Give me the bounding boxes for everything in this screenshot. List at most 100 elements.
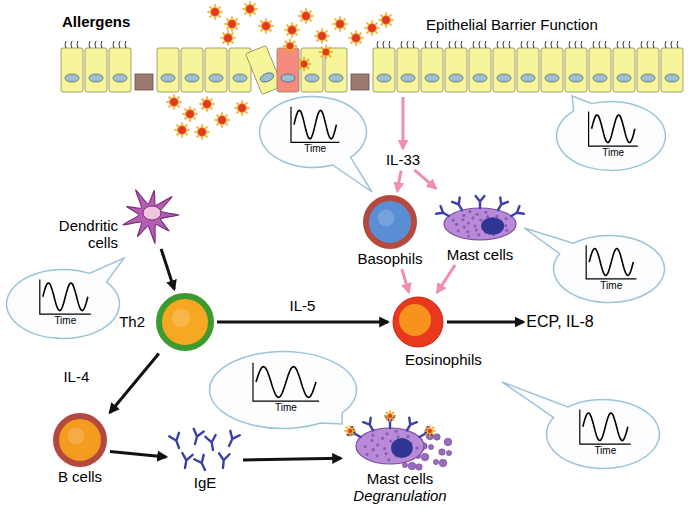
drawing-part	[439, 459, 447, 467]
drawing-part	[288, 26, 297, 35]
process-label: Degranulation	[353, 487, 446, 504]
cell-label: Mast cells	[367, 470, 434, 487]
drawing-part	[332, 16, 347, 31]
drawing-part	[297, 57, 311, 71]
drawing-part	[431, 41, 432, 48]
drawing-part	[181, 48, 203, 92]
drawing-part	[403, 418, 417, 433]
drawing-part	[40, 280, 91, 315]
drawing-part	[159, 296, 211, 348]
axis-label: Time	[600, 280, 622, 292]
drawing-part	[382, 16, 391, 25]
drawing-part	[246, 5, 255, 14]
drawing-part	[211, 8, 220, 17]
drawing-part	[242, 1, 257, 16]
drawing-part	[253, 363, 319, 401]
cell-drawing	[169, 430, 241, 474]
drawing-part	[445, 48, 467, 92]
drawing-part	[541, 48, 563, 92]
drawing-part	[471, 216, 474, 219]
drawing-part	[281, 74, 295, 82]
drawing-part	[401, 74, 415, 82]
drawing-part	[85, 48, 107, 92]
drawing-part	[452, 219, 455, 222]
cell-label: Th2	[119, 313, 145, 330]
drawing-part	[533, 41, 534, 48]
drawing-part	[205, 48, 227, 92]
drawing-part	[475, 229, 478, 232]
drawing-part	[180, 453, 193, 469]
drawing-part	[301, 48, 323, 92]
drawing-part	[565, 41, 587, 92]
drawing-part	[210, 352, 357, 429]
drawing-part	[641, 41, 642, 48]
drawing-part	[351, 74, 369, 90]
cell-label: B cells	[58, 468, 102, 485]
drawing-part	[123, 190, 179, 244]
drawing-part	[286, 42, 294, 50]
drawing-part	[378, 12, 393, 27]
drawing-part	[370, 439, 373, 442]
drawing-part	[348, 428, 353, 433]
drawing-part	[194, 124, 209, 139]
drawing-part	[517, 41, 539, 92]
drawing-part	[565, 48, 587, 92]
drawing-part	[468, 210, 471, 213]
drawing-part	[119, 41, 120, 48]
drawing-part	[284, 22, 299, 37]
drawing-part	[661, 48, 683, 92]
axis-label: Time	[594, 445, 616, 457]
drawing-part	[445, 41, 467, 92]
drawing-part	[444, 208, 516, 240]
drawing-part	[617, 41, 618, 48]
cell-drawing	[58, 40, 690, 95]
cell-label: Basophils	[357, 250, 422, 267]
drawing-part	[198, 128, 207, 137]
drawing-part	[375, 454, 378, 457]
drawing-part	[209, 74, 223, 82]
drawing-part	[291, 107, 339, 143]
drawing-part	[322, 48, 330, 56]
drawing-part	[393, 297, 443, 347]
drawing-part	[383, 41, 384, 48]
drawing-part	[43, 283, 88, 311]
drawing-part	[473, 41, 474, 48]
drawing-part	[497, 41, 498, 48]
drawing-part	[455, 223, 458, 226]
drawing-part	[301, 48, 323, 92]
drawing-part	[77, 41, 78, 48]
drawing-part	[205, 48, 227, 92]
drawing-part	[277, 48, 299, 92]
drawing-part	[493, 41, 515, 92]
drawing-part	[389, 41, 390, 48]
drawing-part	[417, 427, 432, 441]
drawing-part	[485, 41, 486, 48]
drawing-part	[433, 459, 438, 464]
drawing-part	[305, 74, 319, 82]
drawing-part	[484, 211, 487, 214]
drawing-part	[85, 41, 107, 92]
arrow-connector	[414, 170, 435, 188]
drawing-part	[439, 449, 445, 455]
drawing-part	[406, 435, 409, 438]
drawing-part	[462, 214, 465, 217]
drawing-part	[387, 413, 392, 418]
axis-label: Time	[304, 143, 326, 155]
drawing-part	[203, 100, 212, 109]
cell-drawing	[118, 183, 182, 247]
cell-label: ECP, IL-8	[526, 313, 593, 331]
drawing-part	[677, 41, 678, 48]
drawing-part	[424, 425, 436, 437]
drawing-part	[653, 41, 654, 48]
drawing-part	[101, 41, 102, 48]
cytokine-label: IL-5	[287, 297, 319, 314]
drawing-part	[589, 249, 633, 276]
drawing-part	[373, 41, 395, 92]
drawing-part	[599, 41, 600, 48]
drawing-part	[384, 452, 387, 455]
drawing-part	[503, 41, 504, 48]
cell-label: Eosinophils	[405, 351, 482, 368]
drawing-part	[391, 438, 413, 458]
cell-drawing	[391, 295, 445, 349]
drawing-part	[363, 418, 377, 433]
